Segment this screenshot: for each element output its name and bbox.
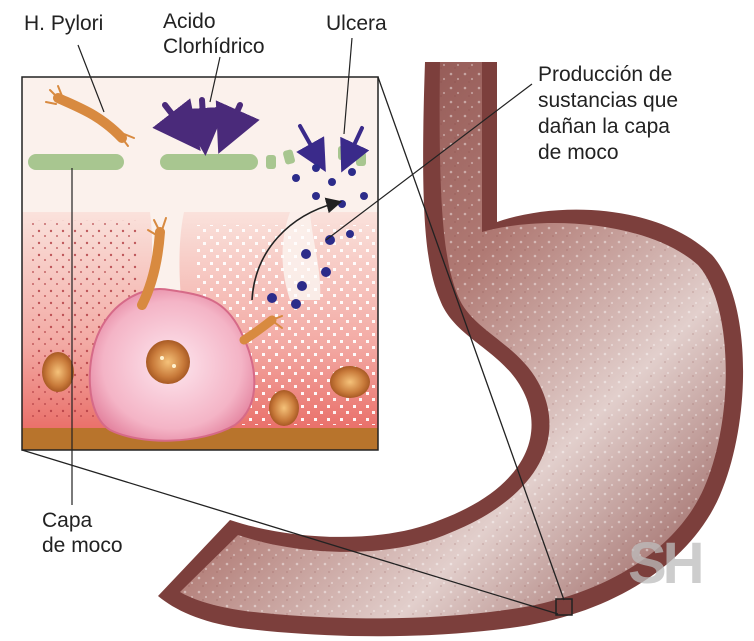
label-ulcer: Ulcera: [326, 11, 387, 36]
small-cell-left: [42, 352, 74, 392]
mucus-band-left: [28, 154, 124, 170]
mucus-band-middle: [160, 154, 258, 170]
label-production: Producción de sustancias que dañan la ca…: [538, 62, 678, 166]
label-acid-line1: Acido: [163, 9, 265, 34]
label-mucus: Capa de moco: [42, 508, 123, 558]
lumen-area: [22, 77, 378, 212]
nucleus-dot: [172, 364, 176, 368]
label-production-line1: Producción de: [538, 62, 678, 88]
label-mucus-line2: de moco: [42, 533, 123, 558]
cell-nucleus: [146, 340, 190, 384]
watermark-logo: SH: [628, 530, 701, 597]
label-production-line4: de moco: [538, 140, 678, 166]
label-mucus-line1: Capa: [42, 508, 123, 533]
label-h-pylori: H. Pylori: [24, 11, 103, 36]
small-cell-bottom: [269, 390, 299, 426]
label-production-line2: sustancias que: [538, 88, 678, 114]
nucleus-dot: [160, 356, 164, 360]
label-production-line3: dañan la capa: [538, 114, 678, 140]
label-acid: Acido Clorhídrico: [163, 9, 265, 59]
label-acid-line2: Clorhídrico: [163, 34, 265, 59]
small-cell-right: [330, 366, 370, 398]
tissue-inset: [22, 77, 378, 450]
